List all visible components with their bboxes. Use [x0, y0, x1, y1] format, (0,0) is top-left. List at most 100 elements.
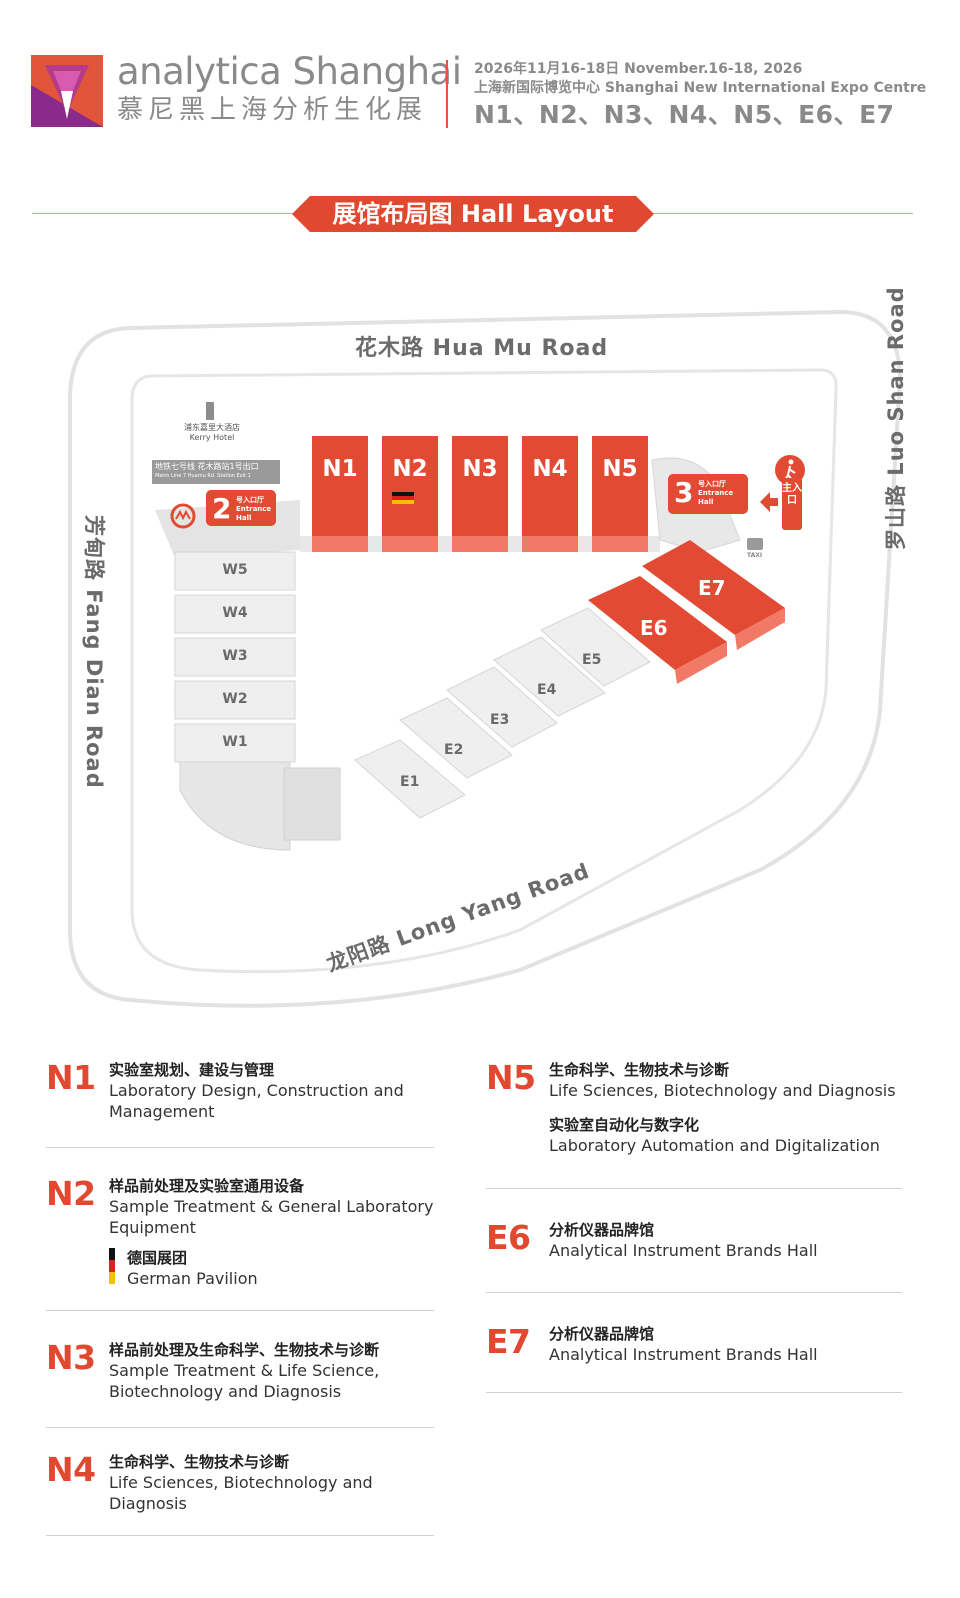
legend-separator — [46, 1427, 434, 1428]
hall-e6-label: E6 — [640, 616, 668, 640]
hall-w5-label: W5 — [222, 562, 248, 578]
hall-e1-shape — [354, 739, 466, 819]
hall-e3-label: E3 — [490, 712, 510, 728]
legend-e7-body: 分析仪器品牌馆 Analytical Instrument Brands Hal… — [549, 1324, 909, 1365]
title-banner — [292, 196, 654, 232]
legend-n3-body: 样品前处理及生命科学、生物技术与诊断 Sample Treatment & Li… — [109, 1340, 445, 1402]
hall-w2-label: W2 — [222, 691, 248, 707]
hall-n4-shape — [522, 436, 578, 540]
hall-n3-label: N3 — [462, 456, 498, 482]
entrance-3-cn: 号入口厅 — [698, 480, 726, 488]
hall-n5-base — [592, 536, 648, 552]
legend-separator — [46, 1310, 434, 1311]
west-halls — [174, 551, 296, 763]
legend-n5-body: 生命科学、生物技术与诊断 Life Sciences, Biotechnolog… — [549, 1060, 909, 1156]
legend-n5-code: N5 — [486, 1058, 536, 1097]
brand-name-en: analytica Shanghai — [117, 50, 462, 93]
hall-e6-base — [675, 642, 727, 684]
brand-name-cn: 慕尼黑上海分析生化展 — [117, 95, 428, 125]
legend-n1-code: N1 — [46, 1058, 96, 1097]
legend-n2-body: 样品前处理及实验室通用设备 Sample Treatment & General… — [109, 1176, 445, 1289]
event-info: 2026年11月16-18日 November.16-18, 2026 上海新国… — [474, 60, 926, 132]
entrance-3-label: 号入口厅 Entrance Hall — [698, 480, 733, 507]
legend-n2-cn: 样品前处理及实验室通用设备 — [109, 1177, 305, 1195]
hall-w3-label: W3 — [222, 648, 248, 664]
hall-e5-label: E5 — [582, 652, 602, 668]
event-venue: 上海新国际博览中心 Shanghai New International Exp… — [474, 80, 927, 96]
entrance-2-cn: 号入口厅 — [236, 496, 264, 504]
hall-n4-label: N4 — [532, 456, 568, 482]
metro-exit-en: Metro Line 7 Huamu Rd. Station Exit 1 — [155, 473, 251, 479]
road-luo-shan: 罗山路 Luo Shan Road — [884, 286, 908, 550]
legend-n3-code: N3 — [46, 1338, 96, 1377]
hall-e7-shape — [642, 540, 785, 635]
hall-n3-shape — [452, 436, 508, 540]
east-halls-red — [588, 540, 785, 684]
legend-e7-code: E7 — [486, 1322, 531, 1361]
hall-w2-shape — [174, 680, 296, 720]
legend-n3-cn: 样品前处理及生命科学、生物技术与诊断 — [109, 1341, 380, 1359]
legend-n5-cn2: 实验室自动化与数字化 — [549, 1116, 700, 1134]
title-rule-right — [645, 213, 913, 214]
header-divider — [446, 60, 448, 128]
taxi-label: TAXI — [747, 552, 763, 559]
hall-e2-label: E2 — [444, 742, 464, 758]
metro-icon — [170, 503, 196, 529]
legend-n5-en2: Laboratory Automation and Digitalization — [549, 1136, 880, 1155]
hall-w1-shape — [174, 723, 296, 763]
legend-n2-code: N2 — [46, 1174, 96, 1213]
analytica-logo-icon — [31, 55, 103, 127]
entrance-2-number: 2 — [212, 492, 232, 525]
hall-e4-label: E4 — [537, 682, 557, 698]
header: analytica Shanghai 慕尼黑上海分析生化展 2026年11月16… — [0, 0, 960, 150]
hall-w4-shape — [174, 594, 296, 634]
kerry-hotel-en: Kerry Hotel — [189, 433, 235, 442]
road-fang-dian: 芳甸路 Fang Dian Road — [82, 515, 106, 789]
hall-n5-label: N5 — [602, 456, 638, 482]
hall-w4-label: W4 — [222, 605, 248, 621]
hall-n3-base — [452, 536, 508, 552]
hall-e3-shape — [446, 666, 558, 748]
legend-n2-german-pavilion: 德国展团 German Pavilion — [109, 1248, 445, 1289]
legend-separator — [46, 1535, 434, 1536]
legend-separator — [486, 1188, 902, 1189]
legend-n5-en: Life Sciences, Biotechnology and Diagnos… — [549, 1081, 896, 1100]
entrance-2-en2: Hall — [236, 514, 252, 522]
entrance-2-label: 号入口厅 Entrance Hall — [236, 496, 271, 523]
southwest-block — [283, 767, 341, 841]
legend-e7-en: Analytical Instrument Brands Hall — [549, 1345, 818, 1364]
kerry-hotel-label: 浦东嘉里大酒店 Kerry Hotel — [176, 423, 248, 443]
legend-n4-code: N4 — [46, 1450, 96, 1489]
entrance-hall-2: 2 号入口厅 Entrance Hall — [206, 490, 276, 526]
german-flag-icon — [392, 492, 414, 496]
event-date: 2026年11月16-18日 November.16-18, 2026 — [474, 61, 803, 77]
hall-n1-label: N1 — [322, 456, 358, 482]
legend-n1-body: 实验室规划、建设与管理 Laboratory Design, Construct… — [109, 1060, 445, 1122]
legend-n2-sub-en: German Pavilion — [127, 1269, 258, 1288]
legend-e6-body: 分析仪器品牌馆 Analytical Instrument Brands Hal… — [549, 1220, 909, 1261]
legend-n4-cn: 生命科学、生物技术与诊断 — [109, 1453, 290, 1471]
hall-e6-shape — [588, 576, 727, 670]
german-flag-icon — [109, 1248, 115, 1284]
entrance-hall-3: 3 号入口厅 Entrance Hall — [668, 474, 748, 514]
main-entrance-label: 主入口 — [782, 478, 802, 530]
hall-w5-shape — [174, 551, 296, 591]
title-rule-left — [32, 213, 302, 214]
legend-e6-cn: 分析仪器品牌馆 — [549, 1221, 655, 1239]
hall-layout-map: 花木路 Hua Mu Road 芳甸路 Fang Dian Road 罗山路 L… — [0, 286, 960, 1020]
map-svg — [68, 309, 903, 1008]
southwest-rotunda — [179, 759, 291, 851]
hall-e4-shape — [493, 636, 606, 717]
legend-e6-code: E6 — [486, 1218, 531, 1257]
entrance-2-en1: Entrance — [236, 505, 272, 513]
hall-e5-shape — [540, 607, 651, 687]
hall-n2-label: N2 — [392, 456, 428, 482]
entrance-3-number: 3 — [674, 476, 694, 509]
legend-separator — [486, 1292, 902, 1293]
legend-n4-en: Life Sciences, Biotechnology and Diagnos… — [109, 1473, 373, 1513]
hall-n2-shape — [382, 436, 438, 540]
legend-gap — [549, 1101, 909, 1115]
event-halls: N1、N2、N3、N4、N5、E6、E7 — [474, 100, 895, 129]
hall-w1-label: W1 — [222, 734, 248, 750]
kerry-hotel-cn: 浦东嘉里大酒店 — [184, 423, 240, 432]
